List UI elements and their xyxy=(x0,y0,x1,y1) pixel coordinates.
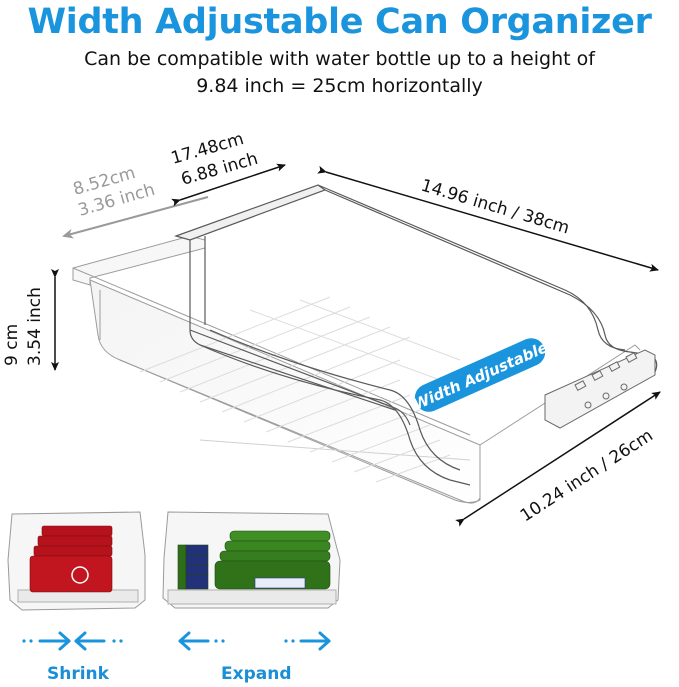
height-cm: 9 cm xyxy=(2,324,22,366)
expand-label: Expand xyxy=(221,664,292,684)
shrink-label: Shrink xyxy=(47,664,109,684)
subtitle-line-2: 9.84 inch = 25cm horizontally xyxy=(196,75,483,97)
inner-divider xyxy=(174,184,658,486)
bottle-stack xyxy=(177,530,331,590)
outer-tray xyxy=(72,235,641,504)
subtitle-line-1: Can be compatible with water bottle up t… xyxy=(84,48,595,70)
expand-thumbnail xyxy=(162,511,341,609)
adjuster-rail xyxy=(544,349,656,429)
width-adjustable-badge: Width Adjustable xyxy=(410,338,550,414)
shrink-arrows-icon xyxy=(22,631,123,651)
length-label: 14.96 inch / 38cm xyxy=(419,176,572,239)
floor-ribs xyxy=(139,296,461,483)
page-title: Width Adjustable Can Organizer xyxy=(27,2,652,42)
expand-arrows-icon xyxy=(178,631,331,651)
depth-label: 10.24 inch / 26cm xyxy=(517,426,657,527)
max-width-dimension: 17.48cm 6.88 inch xyxy=(169,129,286,207)
length-dimension: 14.96 inch / 38cm xyxy=(317,165,659,272)
height-in: 3.54 inch xyxy=(25,287,45,366)
height-dimension: 9 cm 3.54 inch xyxy=(2,269,59,371)
shrink-thumbnail xyxy=(7,511,146,611)
soda-can-stack xyxy=(29,525,113,593)
